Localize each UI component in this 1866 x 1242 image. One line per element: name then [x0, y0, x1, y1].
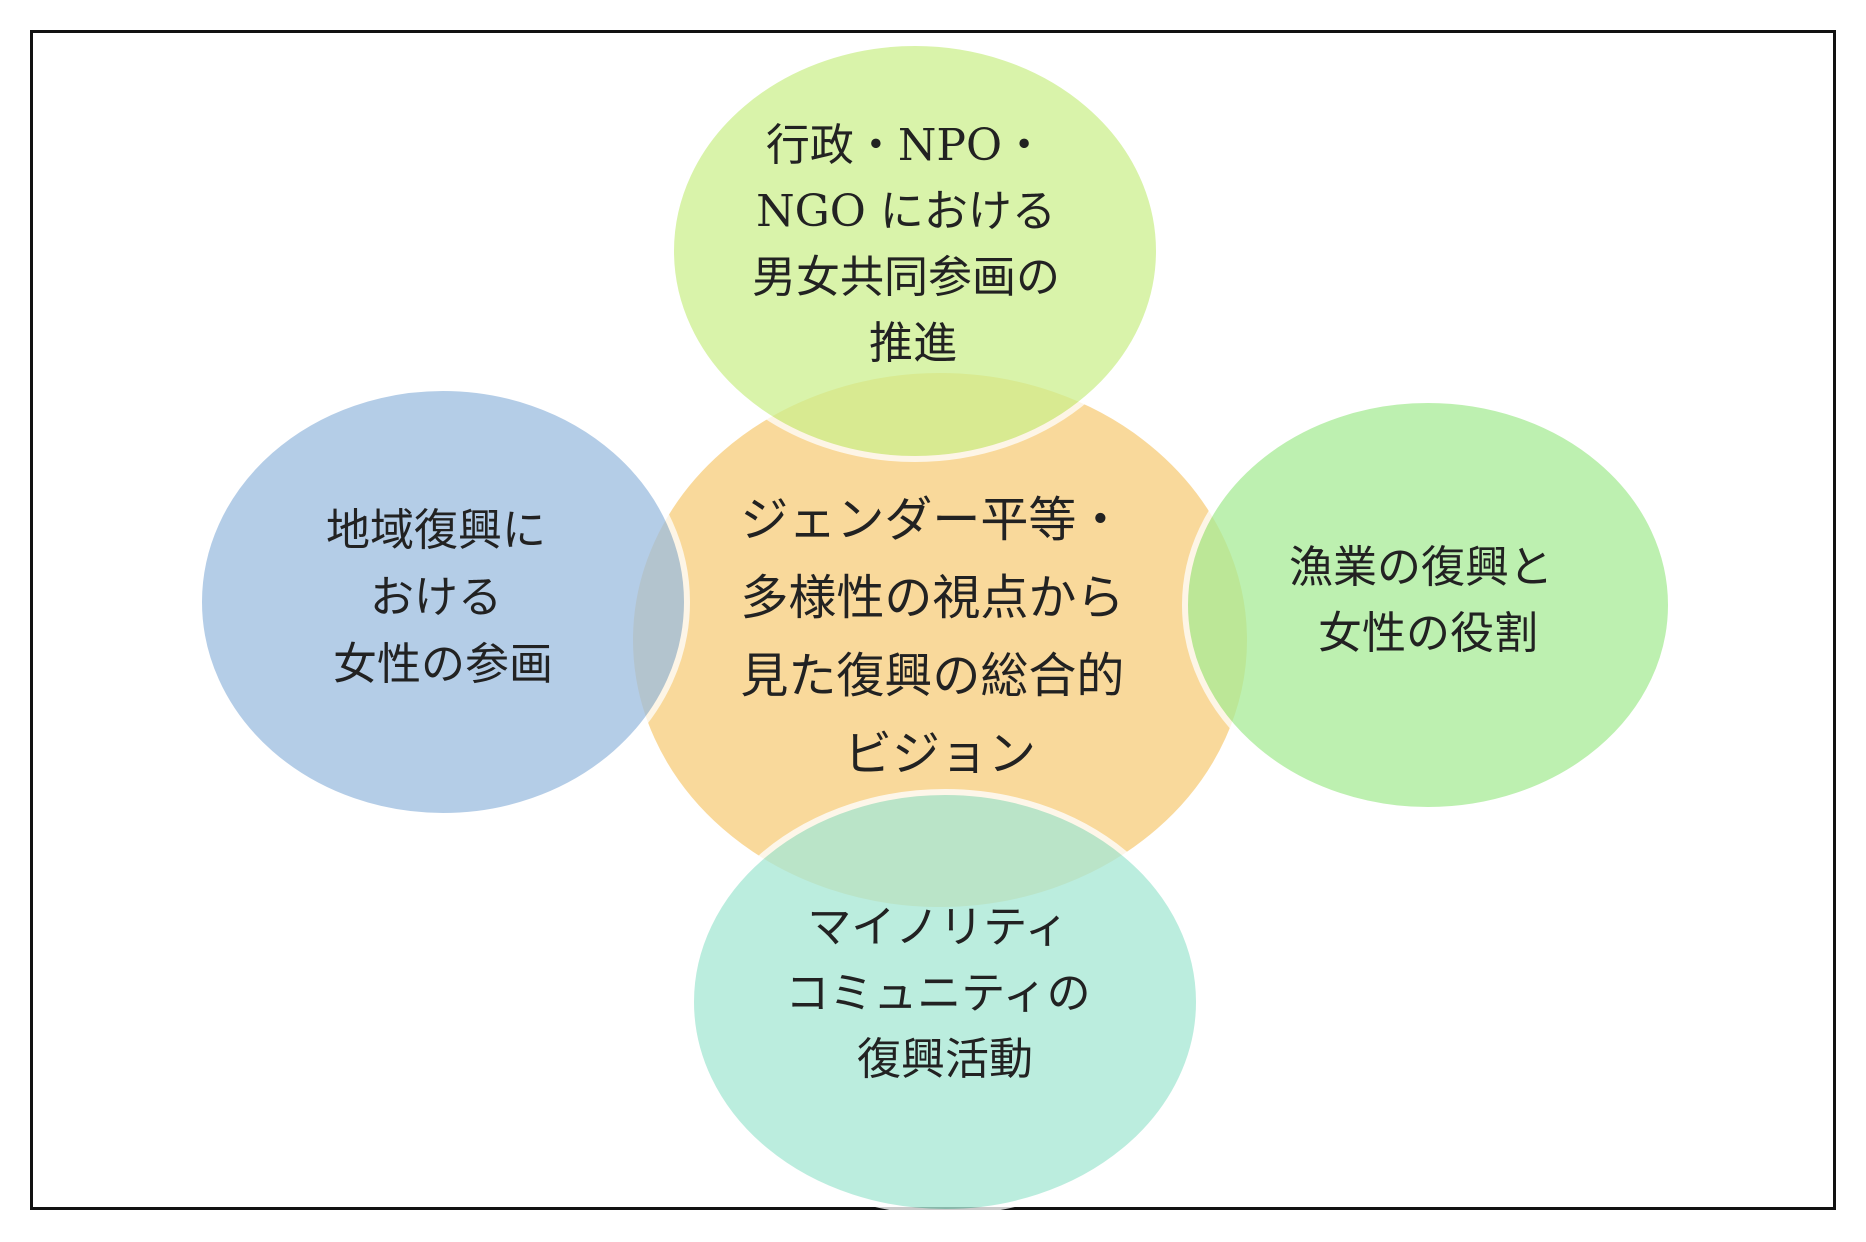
- right-label: 漁業の復興と 女性の役割: [1289, 542, 1567, 659]
- center-label: ジェンダー平等・ 多様性の視点から 見た復興の総合的 ビジョン: [740, 492, 1139, 782]
- bottom-circle: [688, 789, 1202, 1215]
- center-label-line: ジェンダー平等・: [740, 492, 1124, 548]
- right-label-line: 女性の役割: [1318, 608, 1538, 659]
- left-label: 地域復興に おける 女性の参画: [326, 505, 560, 690]
- left-circle: [196, 385, 690, 819]
- top-label: 行政・NPO・ NGO における 男女共同参画の 推進: [752, 120, 1074, 369]
- right-label-line: 漁業の復興と: [1289, 542, 1553, 593]
- top-label-line: 推進: [869, 318, 957, 369]
- center-label-line: ビジョン: [844, 726, 1036, 782]
- top-circle: [668, 40, 1162, 462]
- center-label-line: 多様性の視点から: [740, 570, 1124, 626]
- bottom-label-line: コミュニティの: [785, 968, 1090, 1019]
- left-label-line: おける: [370, 572, 502, 623]
- center-label-line: 見た復興の総合的: [740, 648, 1124, 704]
- top-label-line: NGO における: [756, 186, 1056, 237]
- left-label-line: 地域復興に: [326, 505, 546, 556]
- right-circle: [1182, 397, 1674, 813]
- top-label-line: 行政・NPO・: [766, 120, 1046, 171]
- top-label-line: 男女共同参画の: [752, 252, 1060, 303]
- left-label-line: 女性の参画: [333, 639, 553, 690]
- bottom-label: マイノリティ コミュニティの 復興活動: [785, 902, 1104, 1085]
- bottom-label-line: マイノリティ: [807, 902, 1068, 953]
- bottom-label-line: 復興活動: [857, 1034, 1033, 1085]
